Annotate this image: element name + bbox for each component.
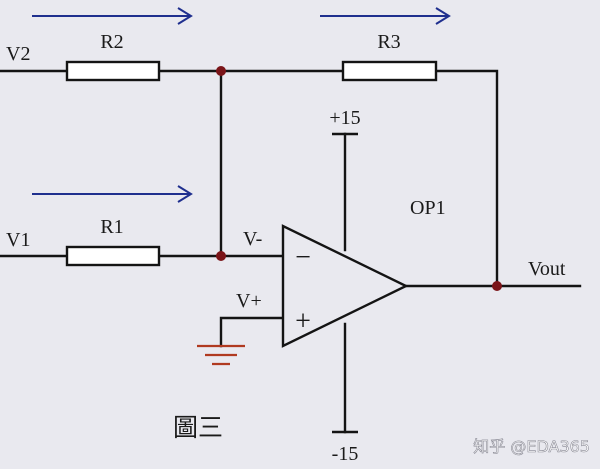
wires — [0, 69, 582, 434]
resistor-r2 — [65, 60, 161, 82]
resistor-r1 — [65, 245, 161, 267]
label-v-plus: V+ — [236, 290, 262, 312]
figure-caption: 圖三 — [173, 413, 223, 442]
label-v2: V2 — [6, 43, 30, 65]
op-amp-plus-sign: + — [295, 306, 311, 337]
wire-r3-feedback — [434, 69, 499, 288]
junction-node-inverting — [216, 251, 226, 261]
label-v-minus: V- — [243, 228, 262, 250]
op-amp-minus-sign: − — [295, 242, 311, 273]
label-op1: OP1 — [410, 197, 446, 219]
op-amp-op1 — [281, 224, 409, 348]
junction-node-output — [492, 281, 502, 291]
current-arrow-top-left — [32, 7, 193, 25]
resistor-r3 — [341, 60, 438, 82]
label-r3: R3 — [377, 31, 400, 53]
wire-noninverting-ground — [219, 316, 285, 348]
junction-node-top — [216, 66, 226, 76]
label-plus15: +15 — [329, 107, 360, 129]
label-r1: R1 — [100, 216, 123, 238]
watermark: 知乎 @EDA365 — [473, 437, 590, 456]
current-arrow-top-right — [320, 7, 451, 25]
ground-symbol — [197, 344, 245, 366]
label-minus15: -15 — [332, 443, 359, 465]
label-vout: Vout — [528, 258, 566, 280]
current-arrow-middle — [32, 185, 193, 203]
label-v1: V1 — [6, 229, 30, 251]
label-r2: R2 — [100, 31, 123, 53]
